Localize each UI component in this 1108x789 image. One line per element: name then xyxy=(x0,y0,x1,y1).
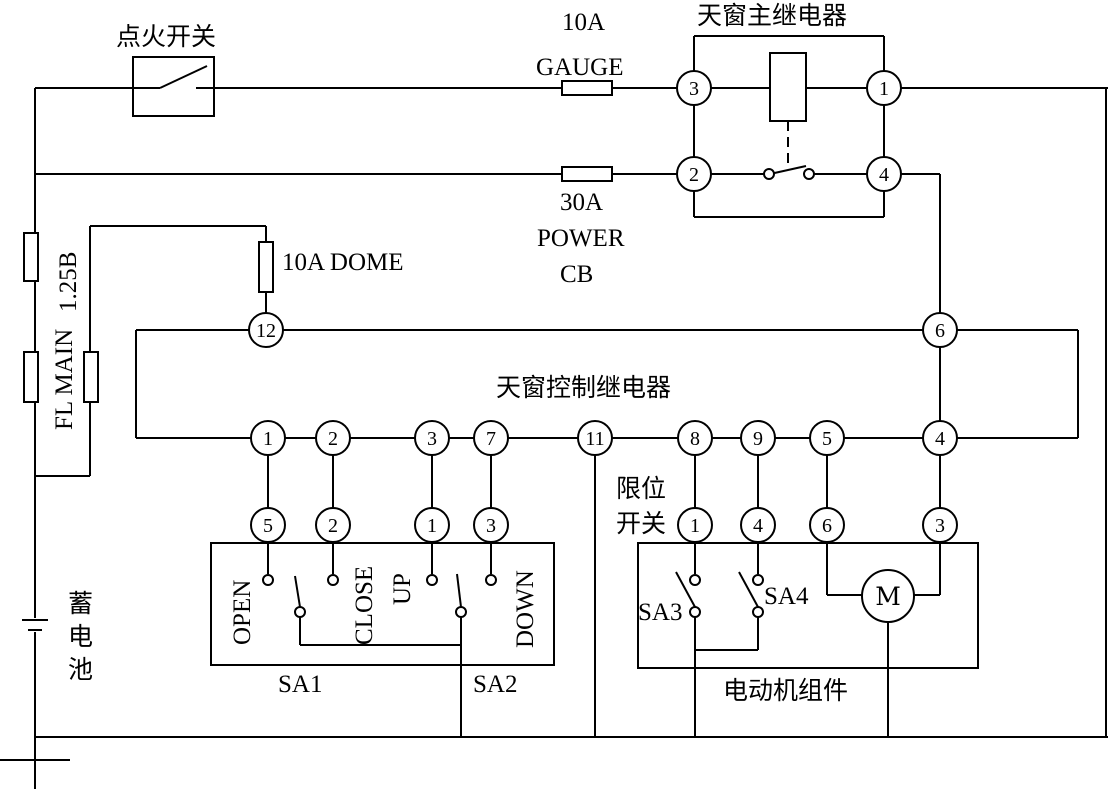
control-terminal-6: 6 xyxy=(922,312,958,348)
svg-text:5: 5 xyxy=(822,428,832,450)
control-relay-box xyxy=(135,329,1079,439)
motor-symbol-label: M xyxy=(875,582,901,611)
switch-up-label: UP xyxy=(389,573,416,605)
svg-text:2: 2 xyxy=(328,428,338,450)
fuse-power-label-amps: 30A xyxy=(560,189,603,216)
limit-switch-label-2: 开关 xyxy=(616,509,666,538)
control-terminal-9: 9 xyxy=(740,420,776,456)
svg-text:1: 1 xyxy=(263,428,273,450)
svg-text:1: 1 xyxy=(879,78,889,100)
motor-terminal-1: 1 xyxy=(677,507,713,543)
main-relay-terminal-2: 2 xyxy=(676,156,712,192)
sa1-label: SA1 xyxy=(278,671,322,698)
fuse-fl-main-label: FL MAIN xyxy=(51,329,78,430)
control-terminal-4: 4 xyxy=(922,420,958,456)
fuse-30a-power xyxy=(561,166,613,182)
relay-ground-wires xyxy=(901,87,1108,737)
switch-terminal-1: 1 xyxy=(414,507,450,543)
fuse-gauge-label-name: GAUGE xyxy=(536,54,624,81)
svg-text:2: 2 xyxy=(689,164,699,186)
svg-text:4: 4 xyxy=(753,515,763,537)
svg-text:3: 3 xyxy=(486,515,496,537)
control-terminal-12: 12 xyxy=(248,312,284,348)
svg-text:4: 4 xyxy=(935,428,945,450)
switch-terminal-3: 3 xyxy=(473,507,509,543)
fuse-fl-main-right xyxy=(83,351,99,403)
fuse-10a-gauge xyxy=(561,80,613,96)
fuse-power-label-cb: CB xyxy=(560,261,593,288)
main-relay xyxy=(693,35,885,218)
motor-terminal-4: 4 xyxy=(740,507,776,543)
control-to-switch-wires xyxy=(267,455,941,737)
limit-switch-label-1: 限位 xyxy=(616,474,666,503)
svg-text:7: 7 xyxy=(486,428,496,450)
svg-text:11: 11 xyxy=(585,428,604,450)
svg-text:1: 1 xyxy=(427,515,437,537)
control-terminal-5: 5 xyxy=(809,420,845,456)
fuse-fl-main-left xyxy=(23,351,39,403)
switch-terminal-5: 5 xyxy=(250,507,286,543)
motor-assembly-label: 电动机组件 xyxy=(723,676,848,705)
battery-label-1: 蓄 xyxy=(68,589,93,618)
main-relay-label: 天窗主继电器 xyxy=(697,1,847,30)
svg-text:9: 9 xyxy=(753,428,763,450)
control-terminal-2: 2 xyxy=(315,420,351,456)
sa2-label: SA2 xyxy=(473,671,517,698)
battery-label-3: 池 xyxy=(68,655,93,684)
fuse-dome-label: 10A DOME xyxy=(282,249,404,276)
ignition-switch xyxy=(132,56,215,117)
svg-text:3: 3 xyxy=(689,78,699,100)
control-terminal-3: 3 xyxy=(414,420,450,456)
control-terminal-11: 11 xyxy=(577,420,613,456)
svg-text:12: 12 xyxy=(256,320,276,342)
svg-text:2: 2 xyxy=(328,515,338,537)
motor-terminal-6: 6 xyxy=(809,507,845,543)
control-terminal-7: 7 xyxy=(473,420,509,456)
ignition-switch-label: 点火开关 xyxy=(116,22,216,51)
motor-assembly-box xyxy=(637,542,979,737)
svg-text:3: 3 xyxy=(935,515,945,537)
svg-text:6: 6 xyxy=(822,515,832,537)
battery-symbol xyxy=(22,618,50,632)
control-terminal-8: 8 xyxy=(677,420,713,456)
switch-box xyxy=(210,542,555,737)
control-relay-label: 天窗控制继电器 xyxy=(496,373,671,402)
battery-label-2: 电 xyxy=(68,622,93,651)
switch-terminal-2: 2 xyxy=(315,507,351,543)
motor-terminal-3: 3 xyxy=(922,507,958,543)
sa3-label: SA3 xyxy=(638,599,682,626)
dome-feed-wires xyxy=(35,225,267,477)
fuse-1-25b xyxy=(23,232,39,282)
switch-close-label: CLOSE xyxy=(351,566,378,645)
switch-down-label: DOWN xyxy=(512,570,539,648)
main-relay-terminal-4: 4 xyxy=(866,156,902,192)
svg-text:6: 6 xyxy=(935,320,945,342)
fuse-125b-label: 1.25B xyxy=(55,252,82,312)
svg-text:8: 8 xyxy=(690,428,700,450)
fuse-10a-dome xyxy=(258,241,274,293)
svg-text:3: 3 xyxy=(427,428,437,450)
main-relay-terminal-3: 3 xyxy=(676,70,712,106)
switch-open-label: OPEN xyxy=(229,580,256,645)
fuse-gauge-label-amps: 10A xyxy=(562,9,605,36)
svg-text:1: 1 xyxy=(690,515,700,537)
fuse-power-label-name: POWER xyxy=(537,225,625,252)
sa4-label: SA4 xyxy=(764,583,809,610)
main-relay-terminal-1: 1 xyxy=(866,70,902,106)
svg-text:5: 5 xyxy=(263,515,273,537)
control-terminal-1: 1 xyxy=(250,420,286,456)
svg-text:4: 4 xyxy=(879,164,889,186)
